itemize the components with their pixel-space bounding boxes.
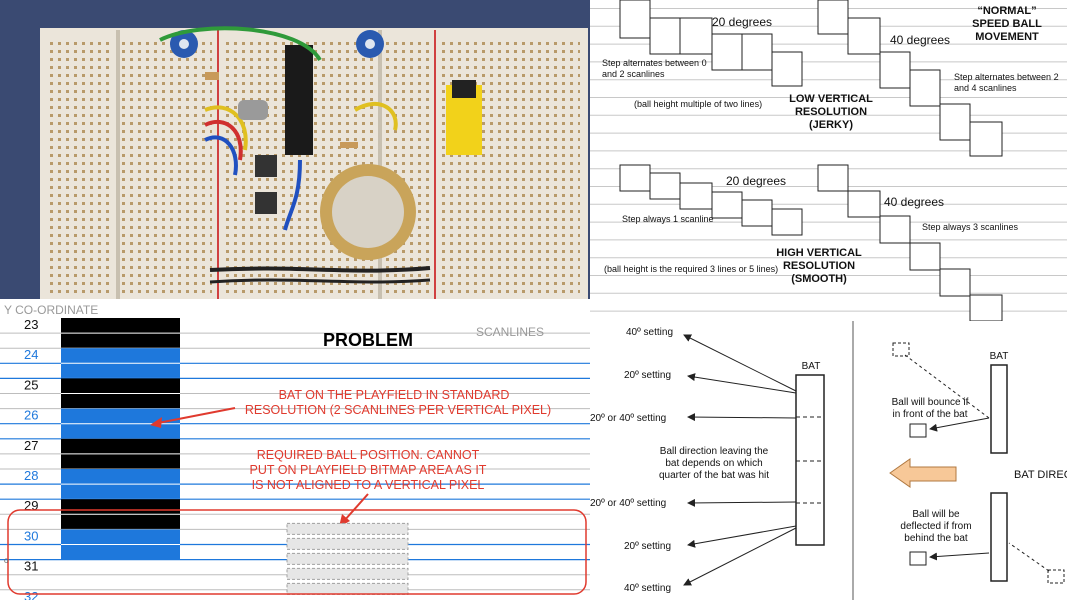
breadboard-illustration [0, 0, 590, 299]
setting-5: 20º setting [624, 541, 671, 552]
header-line3: MOVEMENT [975, 31, 1039, 43]
push-button-2 [255, 192, 277, 214]
bat-direction-diagram: BAT 40º setting 20º setting 20º or 40º s… [590, 321, 1067, 600]
high-angle-40: 40 degrees [884, 195, 944, 209]
scanlines-label: SCANLINES [476, 325, 544, 339]
low-note-40-line2: and 4 scanlines [954, 83, 1017, 93]
y-value-label: 23 [24, 317, 38, 332]
ball-scanline-block [286, 582, 409, 595]
bat-left [795, 374, 825, 546]
y-value-label: 25 [24, 377, 38, 392]
bounce-note-line1: Ball will bounce if [892, 397, 969, 408]
setting-4: 20º or 40º setting [590, 498, 666, 509]
high-res-40-steps [817, 164, 1003, 321]
problem-title: PROBLEM [323, 330, 413, 350]
ball-bounced [909, 423, 927, 438]
setting-2: 20º setting [624, 370, 671, 381]
low-note-40-line1: Step alternates between 2 [954, 72, 1059, 82]
deflect-note-line1: Ball will be [912, 509, 960, 520]
low-note-20-line1: Step alternates between 0 [602, 58, 707, 68]
high-title-line1: HIGH VERTICAL [776, 247, 862, 259]
ball-note-arrow [343, 493, 369, 522]
ball-behind-dashed [1047, 569, 1065, 584]
y-value-label: 28 [24, 468, 38, 483]
y-value-label: 31 [24, 559, 38, 574]
bat-direction-svg: BAT 40º setting 20º setting 20º or 40º s… [590, 321, 1067, 600]
center-note-line1: Ball direction leaving the [660, 446, 769, 457]
bounce-note-line2: in front of the bat [892, 409, 967, 420]
setting-3: 20º or 40º setting [590, 413, 666, 424]
header-line2: SPEED BALL [972, 18, 1042, 30]
high-angle-20: 20 degrees [726, 174, 786, 188]
low-note-20-line2: and 2 scanlines [602, 69, 665, 79]
bat-label-right: BAT [990, 351, 1009, 362]
bat-right-bottom [990, 492, 1008, 582]
bat-direction-label: BAT DIRECTION [1014, 469, 1067, 481]
high-height-note: (ball height is the required 3 lines or … [604, 264, 778, 274]
bat-note-line1: BAT ON THE PLAYFIELD IN STANDARD [279, 388, 510, 402]
low-angle-40: 40 degrees [890, 33, 950, 47]
bat-note-line2: RESOLUTION (2 SCANLINES PER VERTICAL PIX… [245, 403, 551, 417]
ball-note-line3: IS NOT ALIGNED TO A VERTICAL PIXEL [252, 478, 485, 492]
bat-note-arrow [157, 407, 236, 424]
low-title-line3: (JERKY) [809, 119, 853, 131]
edge-mark: o [4, 556, 9, 565]
ball-scanline-block [286, 537, 409, 550]
ball-note-line2: PUT ON PLAYFIELD BITMAP AREA AS IT [250, 463, 487, 477]
y-value-label: 30 [24, 528, 38, 543]
ball-note-line1: REQUIRED BALL POSITION. CANNOT [257, 448, 480, 462]
low-height-note: (ball height multiple of two lines) [634, 99, 762, 109]
low-res-40-steps [817, 0, 1003, 157]
ball-scanline-block [286, 567, 409, 580]
bat-pixel-stack [61, 318, 180, 560]
setting-1: 40º setting [626, 327, 673, 338]
microcontroller-chip [285, 45, 313, 155]
high-note-40: Step always 3 scanlines [922, 222, 1019, 232]
low-res-20-steps [619, 0, 803, 87]
y-value-label: 26 [24, 408, 38, 423]
speed-resolution-diagram: 20 degrees 40 degrees Step alternates be… [590, 0, 1067, 321]
y-value-label: 27 [24, 438, 38, 453]
required-ball-position [286, 522, 409, 595]
high-title-line2: RESOLUTION [783, 260, 855, 272]
center-note-line3: quarter of the bat was hit [659, 470, 769, 481]
bat-right-top [990, 364, 1008, 454]
low-title-line2: RESOLUTION [795, 106, 867, 118]
high-res-20-steps [619, 164, 803, 236]
high-title-line3: (SMOOTH) [791, 273, 847, 285]
y-value-label: 24 [24, 347, 38, 362]
bat-label-left: BAT [802, 361, 821, 372]
setting-6: 40º setting [624, 583, 671, 594]
y-value-label: 29 [24, 498, 38, 513]
ball-start-dashed [892, 342, 910, 357]
deflect-note-line2: deflected if from [900, 521, 971, 532]
push-button-1 [255, 155, 277, 177]
ball-scanline-block [286, 522, 409, 535]
ball-scanline-block [286, 552, 409, 565]
setting-arrows [683, 334, 797, 586]
low-angle-20: 20 degrees [712, 15, 772, 29]
low-title-line1: LOW VERTICAL [789, 93, 873, 105]
speed-resolution-svg: 20 degrees 40 degrees Step alternates be… [590, 0, 1067, 321]
high-note-20: Step always 1 scanline [622, 214, 714, 224]
breadboard-photo [0, 0, 590, 299]
problem-highlight-box [7, 509, 587, 595]
center-note-line2: bat depends on which [665, 458, 762, 469]
bat-direction-arrow-icon [889, 458, 957, 488]
header-line1: “NORMAL” [977, 5, 1036, 17]
ball-deflected [909, 551, 927, 566]
y-coordinate-label: Y CO-ORDINATE [4, 303, 98, 317]
deflect-note-line3: behind the bat [904, 533, 968, 544]
